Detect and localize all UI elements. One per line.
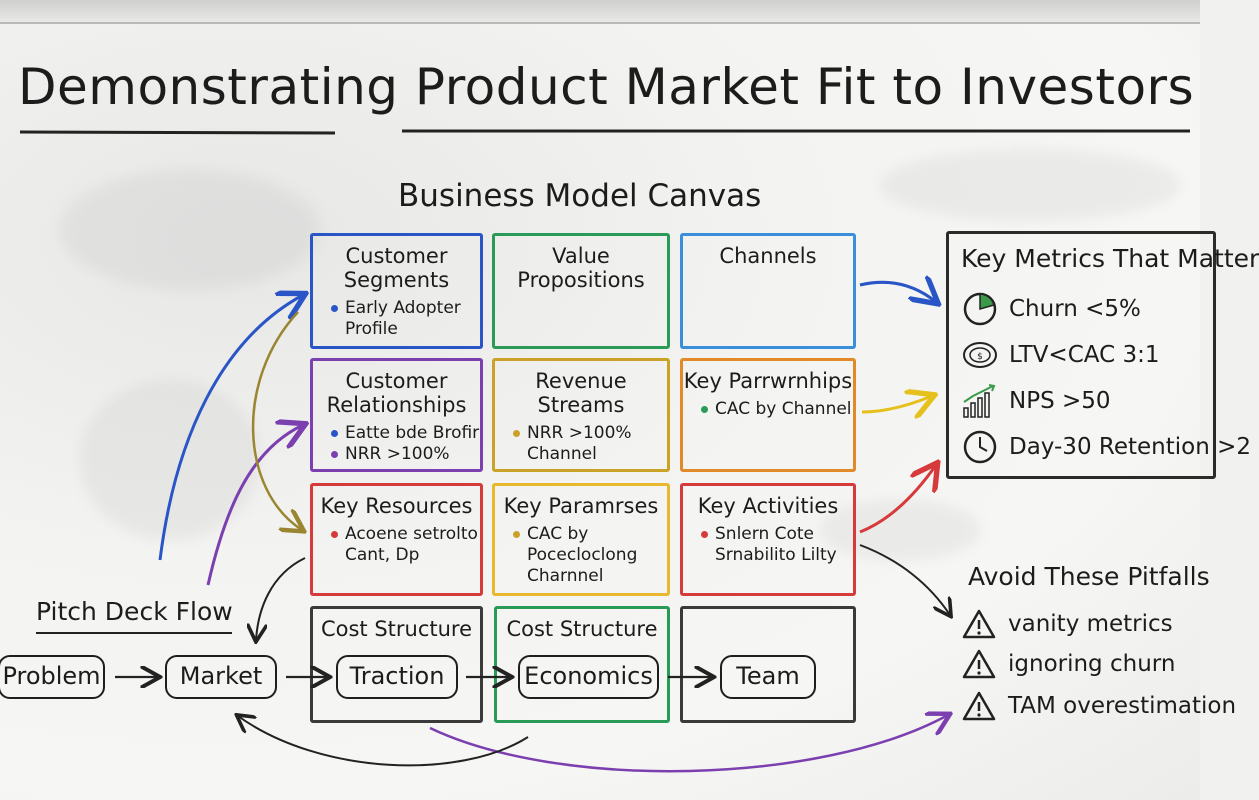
cell-heading: Customer Relationships	[326, 369, 467, 417]
key-metrics-panel: Key Metrics That Matter Churn <5% $ LTV<…	[946, 231, 1259, 479]
warning-icon	[962, 648, 996, 680]
clock-icon	[961, 428, 999, 466]
pitfall-item: TAM overestimation	[962, 690, 1236, 722]
pie-chart-icon	[961, 290, 999, 328]
pitch-step-traction: Traction	[336, 655, 458, 699]
cell-heading: Key Resources	[320, 494, 473, 518]
canvas-cell-revenue-streams: Revenue Streams NRR >100% Channel	[492, 358, 670, 472]
canvas-cell-key-partners: Key Paramrses CAC by Pocecloclong Charnn…	[492, 483, 670, 596]
svg-text:$: $	[977, 352, 983, 362]
pitch-flow-title: Pitch Deck Flow	[36, 597, 233, 626]
cell-bullet: NRR >100% Channel	[513, 423, 667, 465]
canvas-cell-key-activities: Key Activities Snlern Cote Srnabilito Li…	[680, 483, 856, 596]
cell-bullet: CAC by Pocecloclong Charnnel	[513, 524, 667, 587]
cell-heading: Cost Structure	[320, 617, 473, 641]
canvas-cell-customer-segments: Customer Segments Early Adopter Profile	[310, 233, 483, 349]
cell-bullet: Snlern Cote Srnabilito Lilty	[701, 524, 853, 566]
canvas-cell-key-resources: Key Resources Acoene setrolto Cant, Dp	[310, 483, 483, 596]
canvas-cell-channels: Channels	[680, 233, 856, 349]
metric-item: $ LTV<CAC 3:1	[961, 336, 1159, 374]
metric-item: Day-30 Retention >2	[961, 428, 1251, 466]
canvas-title: Business Model Canvas	[398, 178, 762, 214]
cell-heading: Revenue Streams	[535, 369, 627, 417]
bar-chart-icon	[961, 382, 999, 420]
pitfall-item: ignoring churn	[962, 648, 1175, 680]
coins-icon: $	[961, 336, 999, 374]
pitfalls-title: Avoid These Pitfalls	[968, 562, 1210, 591]
cell-heading: Key Activities	[697, 494, 839, 518]
pitfall-item: vanity metrics	[962, 608, 1173, 640]
cell-bullet: CAC by Channel	[701, 399, 853, 420]
whiteboard-frame	[0, 0, 1200, 24]
cell-heading: Channels	[719, 244, 817, 268]
pitch-step-team: Team	[720, 655, 816, 699]
pitch-step-economics: Economics	[518, 655, 659, 699]
pitch-step-problem: Problem	[0, 655, 105, 699]
cell-bullet: Early Adopter Profile	[331, 298, 480, 340]
metrics-title: Key Metrics That Matter	[961, 244, 1259, 273]
cell-bullet: Eatte bde Brofir	[331, 423, 480, 444]
metric-item: Churn <5%	[961, 290, 1141, 328]
cell-heading: Key Parrwrnhips	[683, 369, 853, 393]
cell-bullet: Acoene setrolto Cant, Dp	[331, 524, 480, 566]
cell-heading	[683, 609, 853, 617]
pitch-step-market: Market	[165, 655, 277, 699]
cell-heading: Customer Segments	[343, 244, 450, 292]
cell-bullet: NRR >100%	[331, 444, 480, 465]
cell-heading: Key Paramrses	[503, 494, 659, 518]
warning-icon	[962, 608, 996, 640]
canvas-cell-key-partnerships: Key Parrwrnhips CAC by Channel	[680, 358, 856, 472]
warning-icon	[962, 690, 996, 722]
page-title: Demonstrating Product Market Fit to Inve…	[18, 58, 1195, 116]
canvas-cell-value-propositions: Value Propositions	[492, 233, 670, 349]
metric-item: NPS >50	[961, 382, 1111, 420]
cell-heading: Cost Structure	[506, 617, 658, 641]
canvas-cell-customer-relationships: Customer Relationships Eatte bde Brofir …	[310, 358, 483, 472]
cell-heading: Value Propositions	[517, 244, 645, 292]
